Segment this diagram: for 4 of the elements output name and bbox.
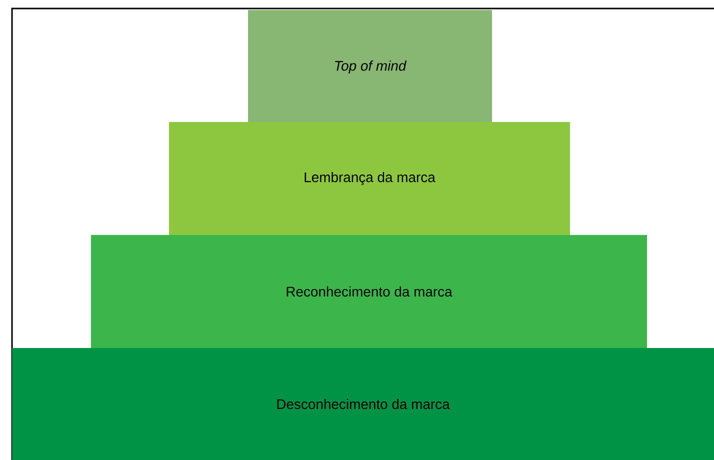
pyramid-level-box: Lembrança da marca — [169, 122, 570, 235]
pyramid-level-box: Desconhecimento da marca — [12, 348, 714, 460]
pyramid-level-box: Top of mind — [248, 10, 492, 124]
pyramid-level-box: Reconhecimento da marca — [91, 235, 647, 348]
